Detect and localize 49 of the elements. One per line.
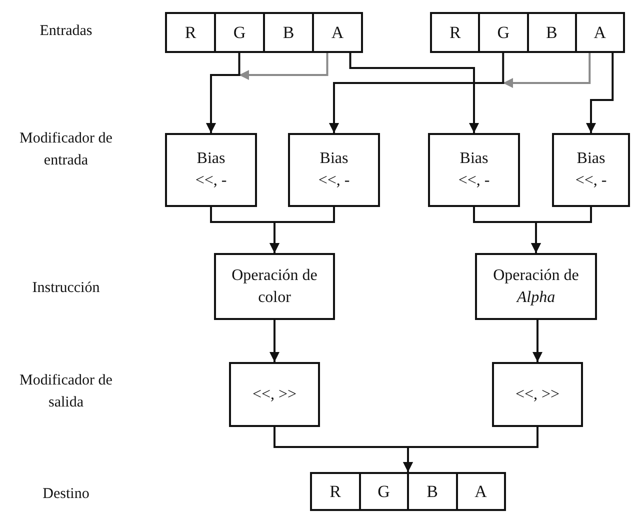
row-label: Modificador de salida: [18, 371, 114, 412]
field-letter: B: [282, 22, 294, 42]
arrow: [531, 207, 592, 253]
box-text: Operación de Alpha: [492, 266, 580, 308]
box-title: Bias: [320, 149, 348, 170]
box-title: Bias: [460, 149, 488, 170]
register: [310, 472, 506, 511]
arrow: [586, 53, 614, 133]
arrow: [270, 320, 280, 362]
field-letter: G: [497, 22, 510, 42]
arrow: [270, 207, 335, 253]
field-letter: R: [184, 22, 196, 42]
process-box: [492, 362, 583, 427]
field-letter: A: [331, 22, 344, 42]
process-box: [165, 133, 257, 207]
field-letter: G: [233, 22, 246, 42]
box-title: Bias: [196, 149, 226, 170]
field-letter: G: [378, 482, 390, 502]
arrow: [329, 53, 504, 133]
box-text: <<, -: [195, 171, 227, 191]
box-text: <<, -: [458, 171, 490, 191]
field-letter: B: [546, 22, 558, 42]
row-label: Modificador de entrada: [18, 129, 114, 170]
box-text: <<, >>: [252, 384, 297, 405]
box-text: Operación de color: [230, 266, 318, 308]
field-letter: R: [449, 22, 461, 42]
box-text: <<, >>: [515, 384, 560, 405]
field-letter: A: [474, 482, 487, 502]
process-box: [229, 362, 320, 427]
field-letter: B: [426, 482, 438, 502]
process-box: [214, 253, 335, 320]
field-letter: A: [594, 22, 606, 42]
process-box: [475, 253, 597, 320]
process-box: [428, 133, 520, 207]
arrow: [206, 53, 240, 133]
arrow: [349, 53, 479, 133]
process-box: [288, 133, 380, 207]
box-title: Bias: [576, 149, 606, 170]
process-box: [552, 133, 630, 207]
arrow: [532, 320, 542, 362]
row-label: Destino: [42, 485, 90, 504]
row-label: Instrucción: [31, 279, 101, 298]
register: [165, 12, 363, 53]
box-text: <<, -: [575, 171, 607, 191]
arrow: [403, 427, 538, 472]
field-letter: R: [330, 482, 341, 502]
row-label: Entradas: [38, 22, 94, 42]
box-text: <<, -: [318, 171, 350, 191]
register: [430, 12, 625, 53]
